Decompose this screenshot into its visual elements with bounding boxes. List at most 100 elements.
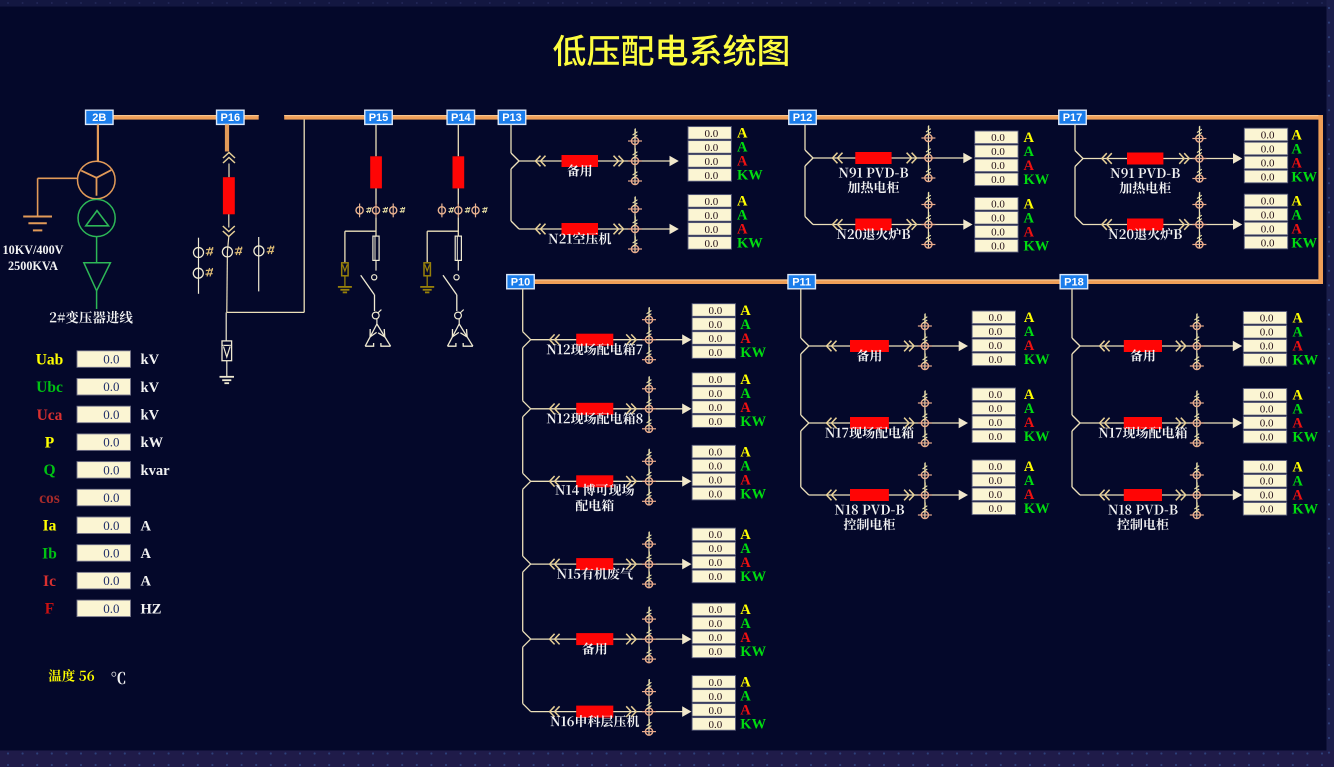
svg-text:0.0: 0.0 — [1260, 355, 1274, 367]
svg-text:A: A — [740, 386, 751, 402]
svg-text:A: A — [740, 303, 751, 319]
svg-text:A: A — [1292, 311, 1303, 327]
svg-text:0.0: 0.0 — [103, 573, 119, 588]
svg-text:KW: KW — [1291, 235, 1317, 251]
svg-text:0.0: 0.0 — [704, 170, 718, 182]
svg-text:A: A — [740, 630, 751, 646]
svg-text:0.0: 0.0 — [709, 618, 723, 630]
svg-text:0.0: 0.0 — [103, 352, 119, 367]
svg-text:0.0: 0.0 — [989, 431, 1003, 443]
svg-text:0.0: 0.0 — [1260, 418, 1274, 430]
svg-text:0.0: 0.0 — [989, 312, 1003, 324]
svg-text:F: F — [45, 601, 54, 618]
svg-text:Ic: Ic — [43, 573, 56, 590]
svg-text:0.0: 0.0 — [709, 705, 723, 717]
svg-text:A: A — [1024, 225, 1035, 241]
svg-text:A: A — [1292, 488, 1303, 504]
svg-text:A: A — [141, 518, 152, 534]
svg-text:0.0: 0.0 — [1261, 195, 1275, 207]
svg-text:0.0: 0.0 — [989, 354, 1003, 366]
svg-text:A: A — [1291, 207, 1302, 223]
svg-text:0.0: 0.0 — [991, 241, 1005, 253]
svg-text:0.0: 0.0 — [709, 388, 723, 400]
svg-text:A: A — [1291, 221, 1302, 237]
svg-text:A: A — [740, 602, 751, 618]
svg-text:0.0: 0.0 — [991, 132, 1005, 144]
svg-text:kV: kV — [141, 352, 160, 368]
svg-text:A: A — [1024, 415, 1035, 431]
svg-text:A: A — [141, 574, 152, 590]
svg-text:KW: KW — [737, 168, 763, 184]
svg-text:A: A — [1024, 459, 1035, 475]
svg-text:0.0: 0.0 — [991, 174, 1005, 186]
svg-text:0.0: 0.0 — [1260, 432, 1274, 444]
svg-text:P16: P16 — [221, 112, 241, 124]
svg-text:KW: KW — [1291, 169, 1317, 185]
svg-text:A: A — [1292, 460, 1303, 476]
svg-text:0.0: 0.0 — [103, 545, 119, 560]
svg-text:A: A — [740, 372, 751, 388]
svg-text:Ia: Ia — [43, 518, 57, 535]
svg-text:A: A — [1292, 325, 1303, 341]
svg-text:KW: KW — [1024, 239, 1050, 255]
svg-text:KW: KW — [740, 569, 766, 585]
svg-text:A: A — [1024, 387, 1035, 403]
svg-text:KW: KW — [740, 414, 766, 430]
svg-text:0.0: 0.0 — [991, 213, 1005, 225]
svg-text:Q: Q — [43, 462, 55, 479]
svg-text:kV: kV — [141, 380, 160, 396]
svg-text:A: A — [1291, 193, 1302, 209]
svg-text:A: A — [1024, 158, 1035, 174]
svg-text:KW: KW — [1292, 502, 1318, 518]
svg-text:0.0: 0.0 — [709, 305, 723, 317]
svg-text:0.0: 0.0 — [1260, 313, 1274, 325]
svg-text:0.0: 0.0 — [103, 435, 119, 450]
svg-text:A: A — [1291, 155, 1302, 171]
svg-text:0.0: 0.0 — [709, 374, 723, 386]
svg-text:0.0: 0.0 — [709, 543, 723, 555]
svg-text:0.0: 0.0 — [709, 402, 723, 414]
svg-text:A: A — [1024, 144, 1035, 160]
svg-text:KW: KW — [740, 345, 766, 361]
svg-text:A: A — [1024, 473, 1035, 489]
svg-text:0.0: 0.0 — [704, 196, 718, 208]
svg-text:A: A — [1292, 474, 1303, 490]
svg-text:KW: KW — [1024, 501, 1050, 517]
svg-text:0.0: 0.0 — [1260, 327, 1274, 339]
svg-text:A: A — [740, 527, 751, 543]
svg-text:0.0: 0.0 — [1261, 171, 1275, 183]
svg-text:0.0: 0.0 — [1260, 476, 1274, 488]
svg-text:A: A — [737, 222, 748, 238]
svg-text:A: A — [1024, 211, 1035, 227]
svg-text:KW: KW — [1292, 353, 1318, 369]
svg-text:KW: KW — [1024, 352, 1050, 368]
svg-text:0.0: 0.0 — [709, 557, 723, 569]
svg-text:A: A — [740, 541, 751, 557]
svg-text:0.0: 0.0 — [709, 347, 723, 359]
svg-text:0.0: 0.0 — [704, 156, 718, 168]
svg-text:P18: P18 — [1064, 277, 1084, 289]
svg-text:A: A — [740, 331, 751, 347]
svg-text:A: A — [1024, 130, 1035, 146]
svg-text:0.0: 0.0 — [704, 224, 718, 236]
svg-text:KW: KW — [740, 717, 766, 733]
svg-text:KW: KW — [740, 644, 766, 660]
svg-text:0.0: 0.0 — [991, 227, 1005, 239]
svg-text:0.0: 0.0 — [1260, 462, 1274, 474]
svg-text:A: A — [1024, 401, 1035, 417]
svg-text:0.0: 0.0 — [709, 461, 723, 473]
svg-text:P: P — [45, 435, 55, 452]
svg-text:P11: P11 — [792, 277, 811, 289]
svg-text:A: A — [740, 555, 751, 571]
svg-text:Ubc: Ubc — [36, 379, 63, 396]
svg-text:0.0: 0.0 — [989, 489, 1003, 501]
svg-text:0.0: 0.0 — [709, 604, 723, 616]
svg-text:2500KVA: 2500KVA — [8, 259, 58, 273]
svg-text:kW: kW — [141, 435, 164, 451]
svg-text:0.0: 0.0 — [103, 379, 119, 394]
svg-text:A: A — [740, 472, 751, 488]
svg-text:Uca: Uca — [37, 407, 63, 424]
svg-text:0.0: 0.0 — [989, 461, 1003, 473]
svg-text:0.0: 0.0 — [709, 416, 723, 428]
svg-text:0.0: 0.0 — [989, 340, 1003, 352]
